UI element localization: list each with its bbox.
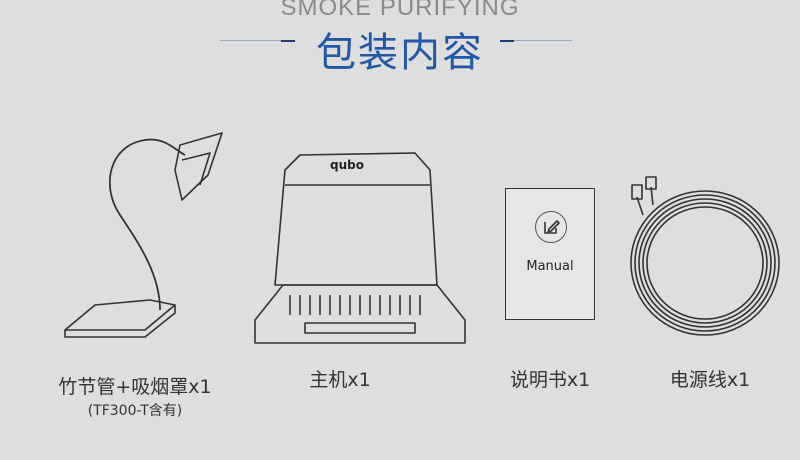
manual-label: Manual xyxy=(526,259,574,274)
divider-right xyxy=(500,39,572,42)
item-note-arm: (TF300-T含有) xyxy=(87,403,183,419)
item-caption-main-unit: 主机x1 xyxy=(309,369,371,391)
manual-illustration: Manual xyxy=(505,188,595,320)
edit-icon xyxy=(535,211,567,243)
page-title: 包装内容 xyxy=(316,30,484,76)
item-caption-arm: 竹节管+吸烟罩x1 xyxy=(58,376,212,398)
divider-left xyxy=(220,39,295,42)
brand-logo: qubo xyxy=(330,158,364,172)
item-caption-manual: 说明书x1 xyxy=(509,369,591,391)
flexible-arm-illustration xyxy=(64,132,223,338)
main-unit-illustration xyxy=(254,152,466,344)
power-cable-illustration xyxy=(630,176,780,336)
item-caption-power-cable: 电源线x1 xyxy=(669,369,751,391)
header-subtitle: SMOKE PURIFYING xyxy=(280,0,520,21)
